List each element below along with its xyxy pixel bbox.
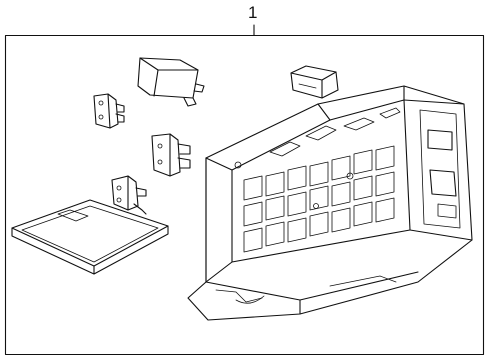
fuse-socket-grid	[243, 145, 395, 253]
callout-number-label: 1	[248, 3, 258, 22]
fuse-block-upper	[93, 93, 125, 129]
fuse-block-middle	[151, 133, 191, 177]
fuse-block-lower	[111, 175, 147, 215]
relay-large	[137, 57, 205, 107]
box-cover	[11, 199, 169, 275]
relay-small	[290, 65, 339, 99]
diagram-frame	[4, 34, 485, 356]
fuse-relay-box-assembly	[187, 85, 473, 321]
